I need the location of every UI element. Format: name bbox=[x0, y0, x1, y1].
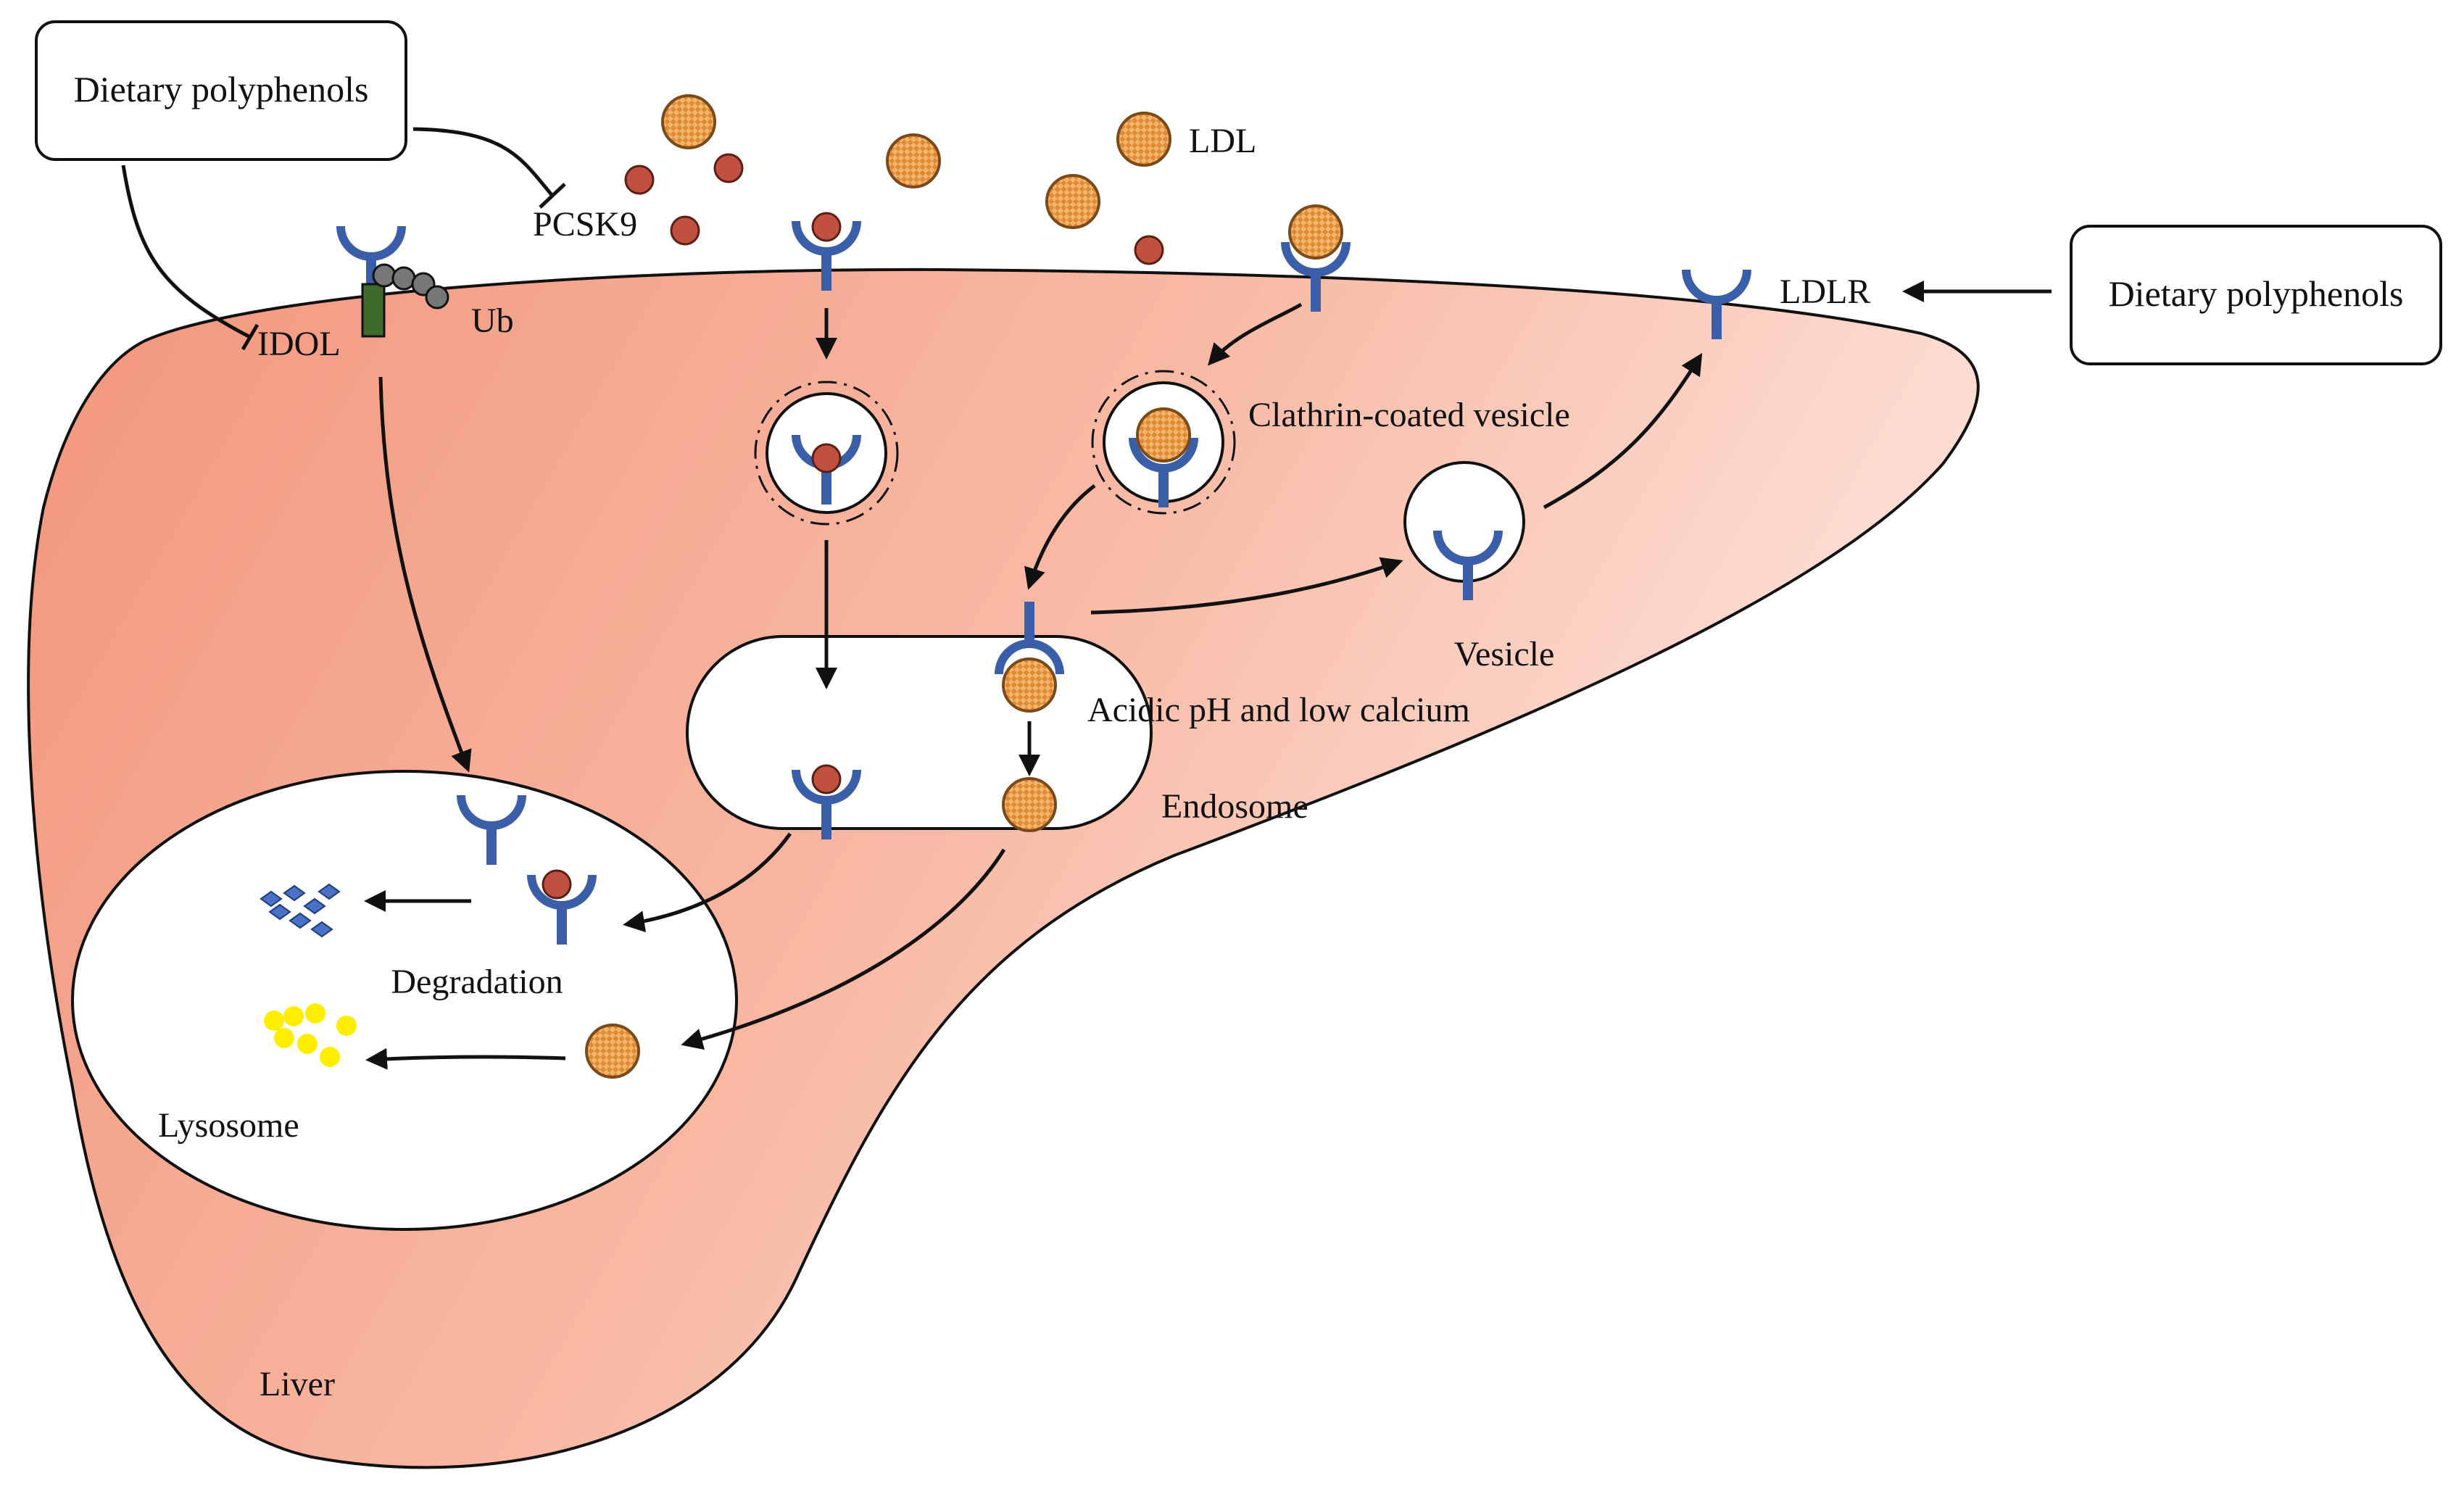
dietary-polyphenols-right-label: Dietary polyphenols bbox=[2109, 273, 2404, 314]
dietary-box-right bbox=[2070, 225, 2442, 365]
inhibition-lines bbox=[121, 127, 566, 351]
free-particles bbox=[624, 94, 1171, 265]
ldlr-label: LDLR bbox=[1780, 273, 1870, 311]
acidic-ph-label: Acidic pH and low calcium bbox=[1087, 691, 1470, 729]
lysosome-label: Lysosome bbox=[158, 1106, 299, 1145]
endosome-receptor-top bbox=[995, 602, 1064, 675]
dietary-box-left bbox=[35, 20, 407, 161]
pcsk9-label: PCSK9 bbox=[533, 205, 637, 244]
degradation-label: Degradation bbox=[391, 963, 563, 1001]
vesicle-label: Vesicle bbox=[1454, 635, 1555, 673]
endosome-label: Endosome bbox=[1161, 787, 1308, 826]
endosome bbox=[686, 635, 1153, 830]
liver-label: Liver bbox=[260, 1365, 335, 1403]
recycling-vesicle bbox=[1403, 461, 1525, 600]
ub-label: Ub bbox=[471, 302, 514, 340]
pathway-arrows bbox=[364, 281, 2052, 1070]
idol-label: IDOL bbox=[257, 325, 341, 363]
clathrin-vesicle-label: Clathrin-coated vesicle bbox=[1248, 396, 1570, 434]
dietary-polyphenols-left-label: Dietary polyphenols bbox=[74, 69, 369, 109]
amino-acids-icon bbox=[264, 1003, 357, 1067]
idol-marker bbox=[361, 283, 386, 338]
clathrin-vesicle-pcsk9 bbox=[754, 381, 899, 526]
peptide-fragments-icon bbox=[260, 883, 341, 938]
ldl-label: LDL bbox=[1189, 122, 1256, 160]
clathrin-vesicle-ldl bbox=[1091, 370, 1236, 515]
ubiquitin-chain-icon bbox=[372, 263, 449, 310]
